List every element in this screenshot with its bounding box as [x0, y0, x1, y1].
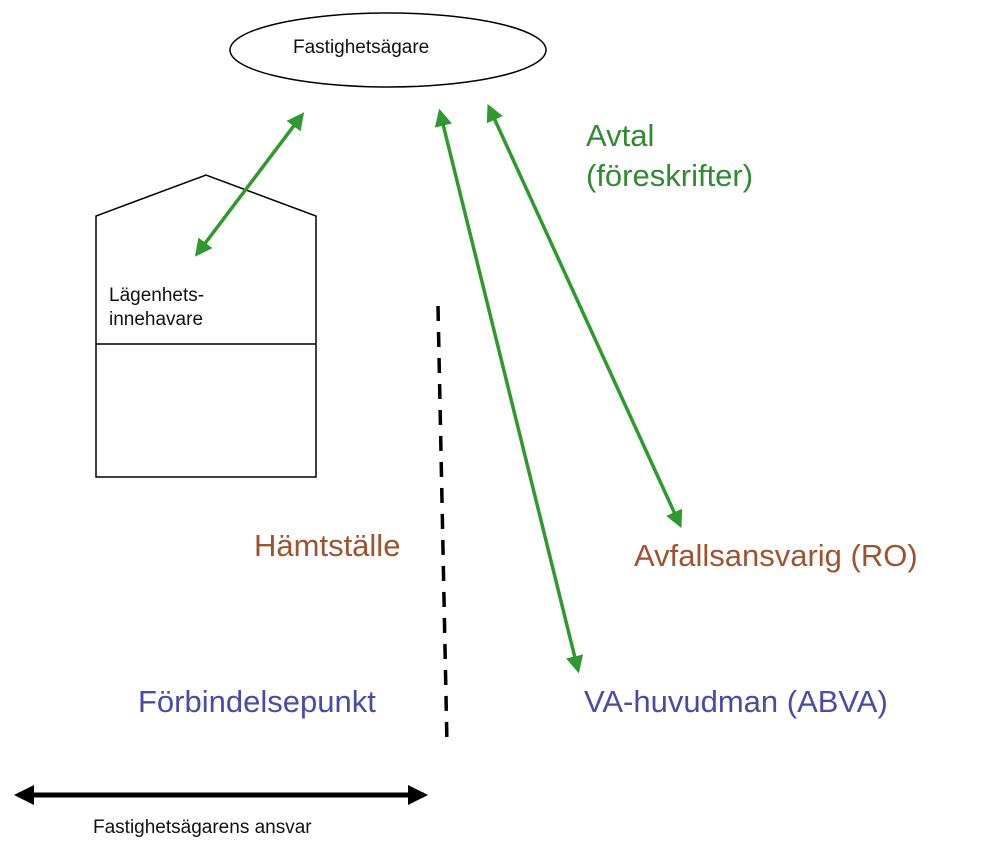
responsibility-boundary [436, 305, 449, 746]
arrow-owner-tenant [194, 112, 305, 257]
agreement-label-line1: Avtal [586, 118, 655, 153]
water-authority-label: VA-huvudman (ABVA) [584, 684, 888, 719]
owner-ellipse [229, 12, 547, 88]
owner-label: Fastighetsägare [293, 37, 430, 58]
tenant-label-line2: innehavare [109, 309, 204, 330]
arrow-owner-water-authority [434, 108, 584, 674]
tenant-label-line1: Lägenhets- [109, 285, 205, 306]
responsibility-label: Fastighetsägarens ansvar [93, 817, 312, 838]
arrow-owner-waste-authority [486, 103, 683, 529]
connection-point-label: Förbindelsepunkt [138, 684, 376, 719]
collection-point-label: Hämtställe [254, 528, 401, 563]
waste-authority-label: Avfallsansvarig (RO) [634, 538, 918, 573]
agreement-label-line2: (föreskrifter) [586, 158, 754, 193]
